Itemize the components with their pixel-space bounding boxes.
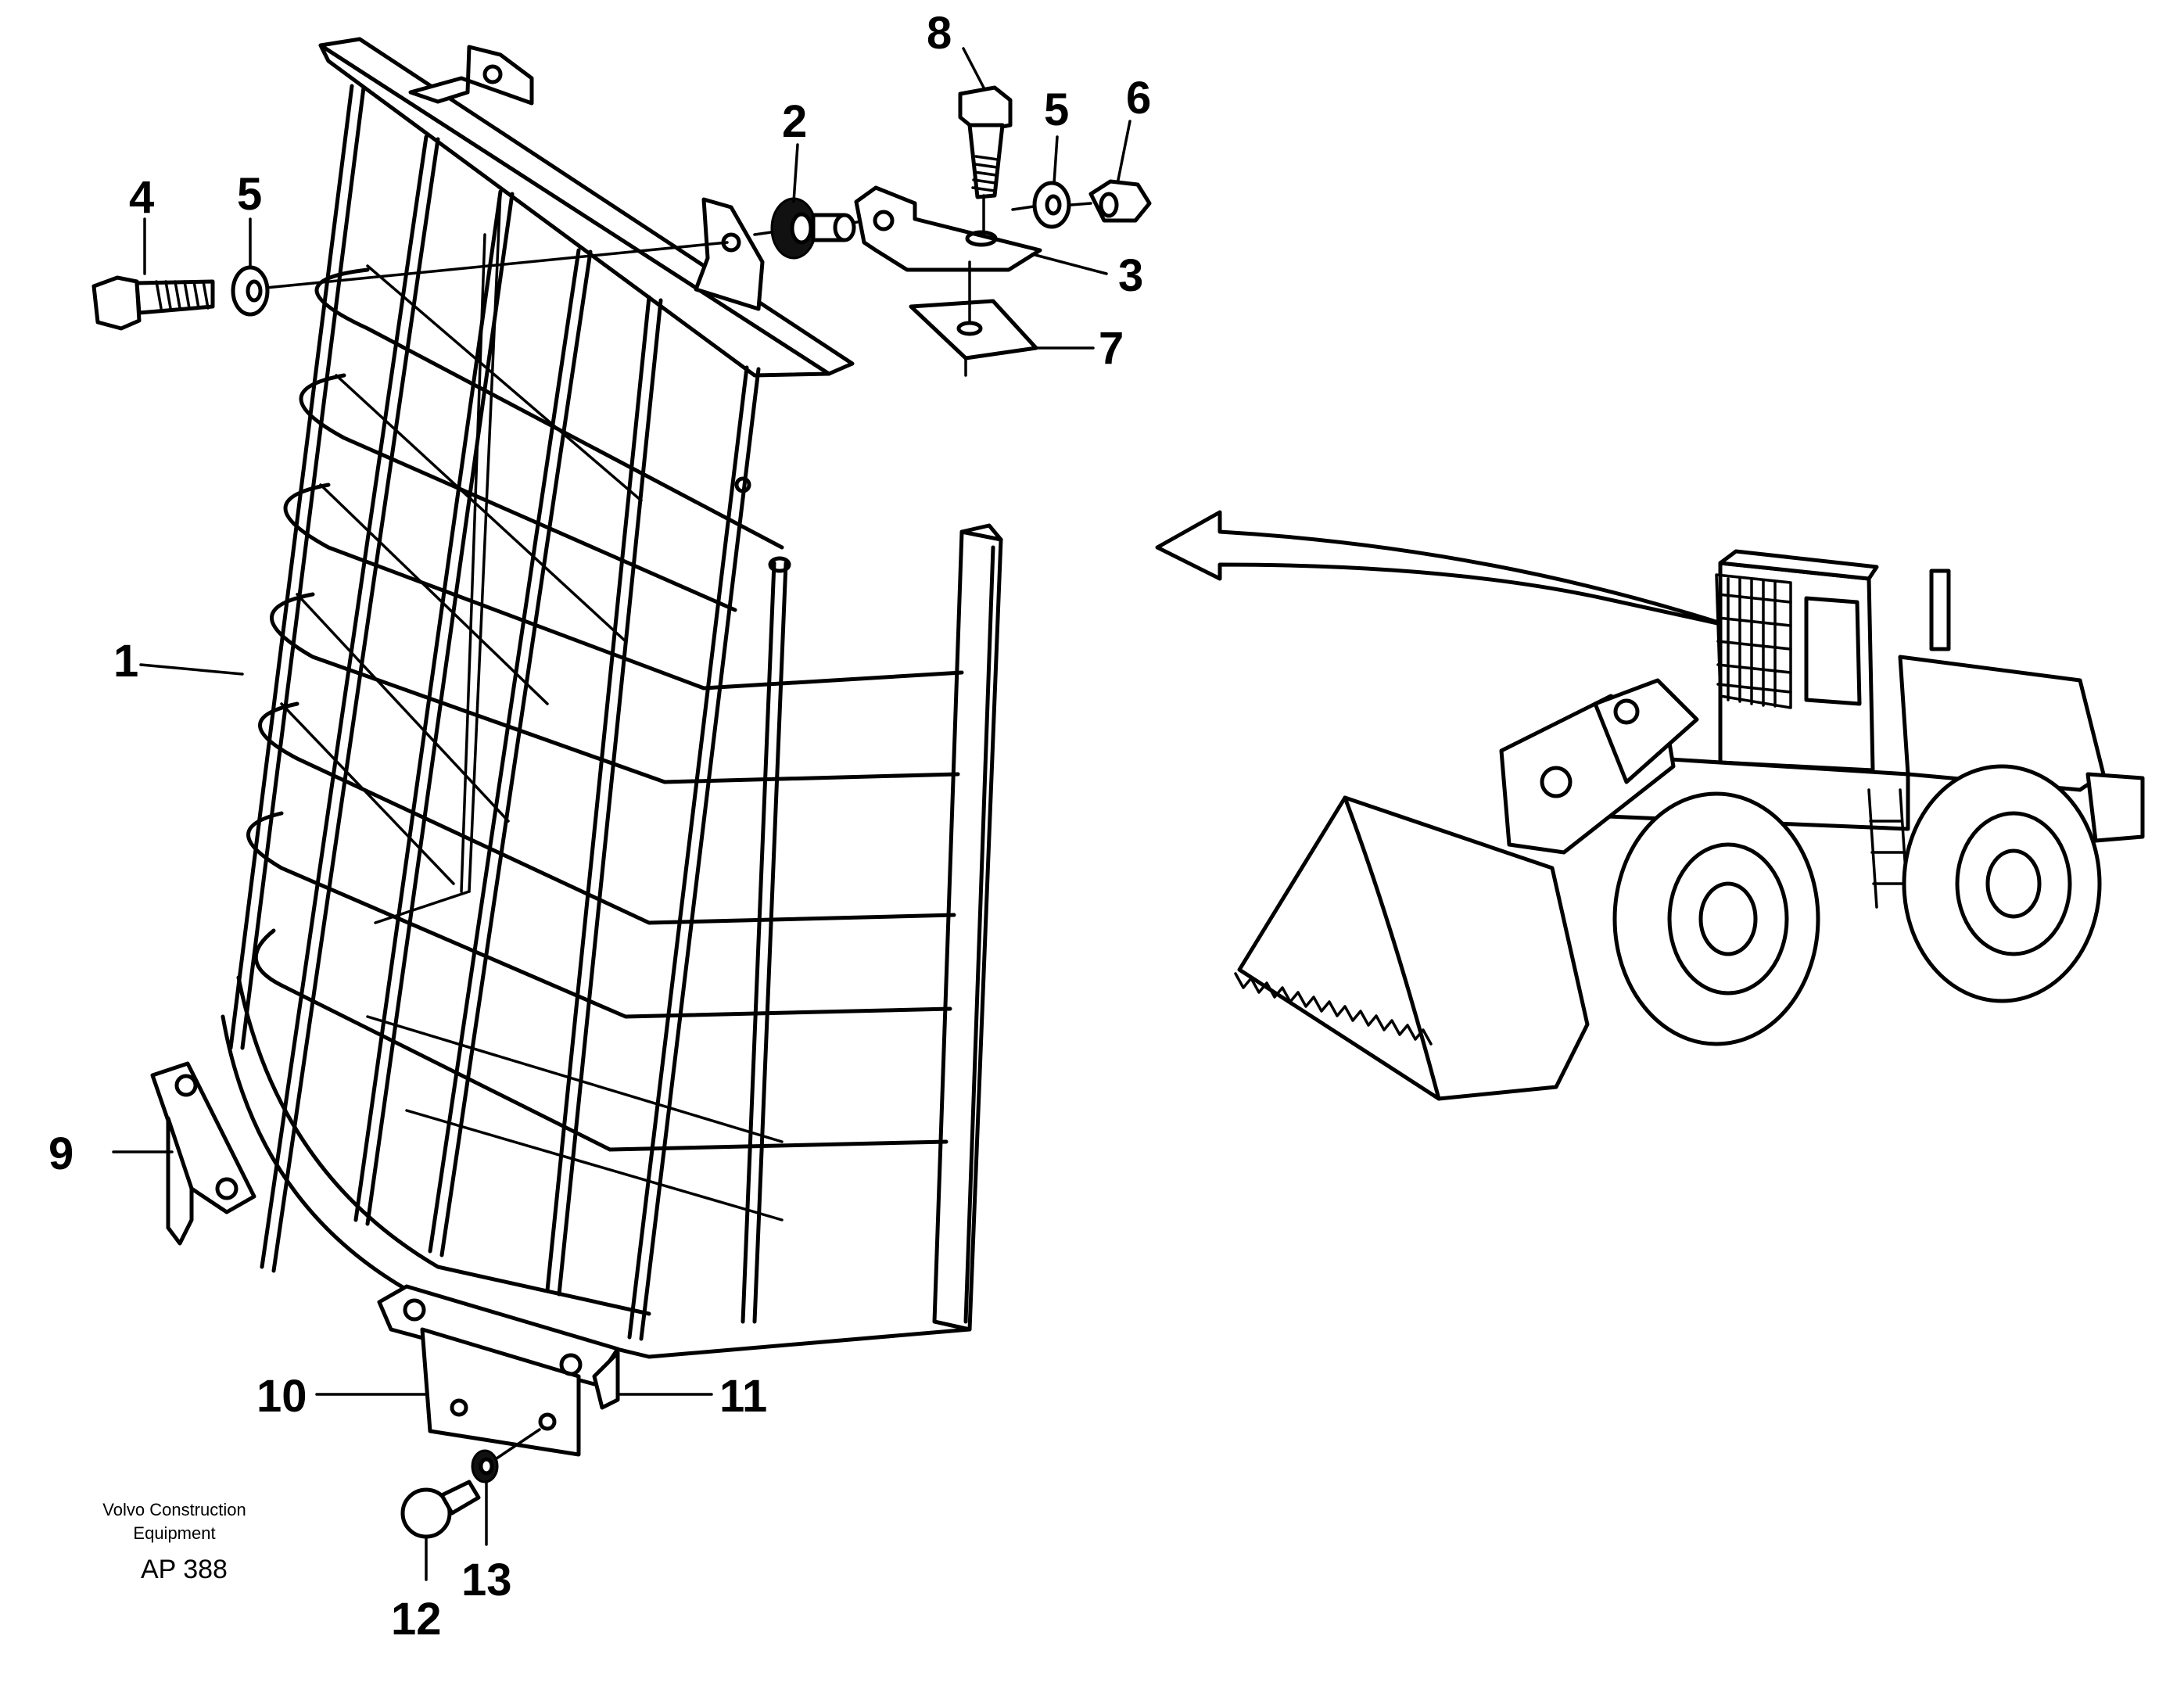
callout-11: 11 bbox=[719, 1371, 767, 1422]
washer-icon bbox=[231, 265, 270, 317]
drawing-code: AP 388 bbox=[141, 1555, 228, 1584]
callout-5-right: 5 bbox=[1044, 84, 1069, 135]
callout-13: 13 bbox=[461, 1555, 512, 1605]
bolt-icon bbox=[958, 85, 1013, 199]
callout-1: 1 bbox=[113, 636, 138, 687]
guard-grille-icon bbox=[221, 37, 1003, 1359]
callout-8: 8 bbox=[927, 8, 952, 59]
callout-6: 6 bbox=[1126, 73, 1151, 124]
callout-9: 9 bbox=[48, 1128, 74, 1179]
nut-icon bbox=[1088, 179, 1152, 223]
loader-machine-icon bbox=[1234, 549, 2145, 1101]
callout-3: 3 bbox=[1118, 250, 1143, 301]
bolt-icon bbox=[91, 275, 215, 331]
callout-7: 7 bbox=[1099, 323, 1124, 374]
bracket-icon bbox=[377, 1284, 620, 1457]
callout-12: 12 bbox=[391, 1594, 442, 1645]
company-name-line2: Equipment bbox=[133, 1523, 215, 1543]
bracket-icon bbox=[909, 299, 1038, 377]
rubber-mount-icon bbox=[770, 197, 856, 260]
arrow-left-icon bbox=[1155, 510, 1730, 628]
company-name-line1: Volvo Construction bbox=[102, 1500, 246, 1519]
washer-icon bbox=[471, 1449, 499, 1483]
callout-5-left: 5 bbox=[237, 169, 262, 220]
bracket-icon bbox=[150, 1061, 256, 1246]
callout-10: 10 bbox=[256, 1371, 307, 1422]
washer-icon bbox=[1032, 181, 1071, 229]
callout-2: 2 bbox=[782, 96, 807, 147]
bracket-icon bbox=[854, 185, 1042, 272]
callout-4: 4 bbox=[129, 172, 154, 223]
bolt-icon bbox=[400, 1480, 481, 1539]
